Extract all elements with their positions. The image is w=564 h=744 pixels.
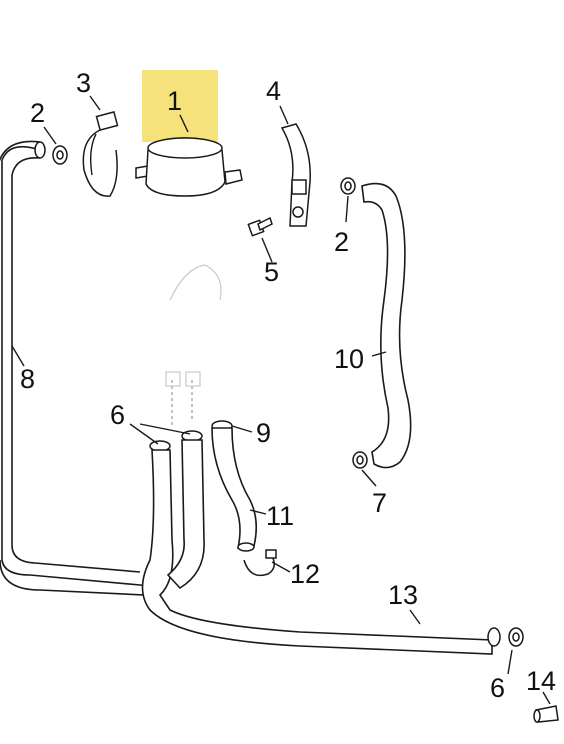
engine-ghost-outline <box>165 264 222 425</box>
callout-2-left: 2 <box>30 98 45 128</box>
callout-1-highlight <box>142 70 218 142</box>
callout-7: 7 <box>372 488 387 518</box>
callout-6-upper: 6 <box>110 400 125 430</box>
clamp-2-left <box>52 145 68 165</box>
callout-labels: 1 2 2 3 4 5 6 6 7 8 9 10 11 12 13 14 <box>20 68 556 703</box>
callout-14: 14 <box>526 666 556 696</box>
callout-2-right: 2 <box>334 227 349 257</box>
callout-11: 11 <box>266 501 294 531</box>
callout-1: 1 <box>167 86 182 116</box>
clamp-12 <box>243 549 277 577</box>
callout-10: 10 <box>334 344 364 374</box>
leader-lines <box>11 95 551 705</box>
bracket-4 <box>280 123 311 227</box>
hose-8 <box>0 140 146 596</box>
callout-8: 8 <box>20 364 35 394</box>
callout-5: 5 <box>264 257 279 287</box>
fitting-14 <box>533 705 559 723</box>
fuel-filter-1 <box>135 137 243 197</box>
clamp-7 <box>352 451 368 469</box>
hose-11 <box>211 427 258 552</box>
hose-13 <box>141 439 501 655</box>
callout-13: 13 <box>388 580 418 610</box>
clamp-2-right <box>340 177 356 195</box>
clamp-band-3 <box>82 110 119 197</box>
callout-6-lower: 6 <box>490 673 505 703</box>
clamp-6-right <box>508 627 524 647</box>
callout-3: 3 <box>76 68 91 98</box>
hose-10 <box>361 182 412 469</box>
callout-9: 9 <box>256 418 271 448</box>
bolt-5 <box>247 216 273 237</box>
callout-4: 4 <box>266 76 281 106</box>
callout-12: 12 <box>290 559 320 589</box>
